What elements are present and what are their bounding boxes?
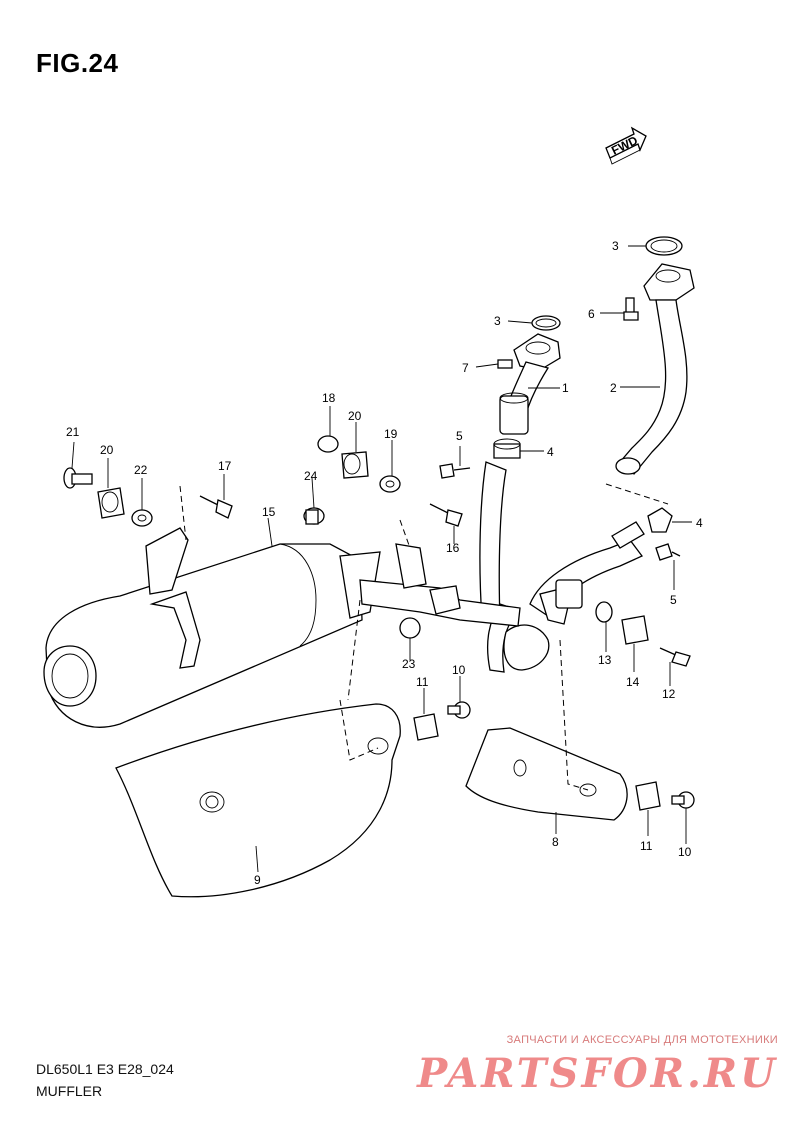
callout-15: 15 [262, 505, 276, 519]
callout-3-mid: 3 [494, 314, 501, 328]
callout-12: 12 [662, 687, 676, 701]
callout-1: 1 [562, 381, 569, 395]
washer-13 [595, 601, 613, 623]
callout-20-right: 20 [348, 409, 362, 423]
heat-shield-small [465, 727, 628, 821]
callout-11-left: 11 [416, 675, 429, 689]
callout-3-top: 3 [612, 239, 619, 253]
bolt-5-left [439, 463, 471, 479]
gasket-ring-4 [493, 438, 521, 459]
watermark-tagline: ЗАПЧАСТИ И АКСЕССУАРЫ ДЛЯ МОТОТЕХНИКИ [506, 1034, 778, 1046]
rubber-18 [317, 435, 339, 453]
callout-14: 14 [626, 675, 640, 689]
gasket-mid [531, 315, 561, 331]
center-pipe-assembly [479, 461, 645, 673]
assembly-dashed-lines [179, 483, 669, 791]
figure-name: MUFFLER [36, 1083, 103, 1099]
callout-22: 22 [134, 463, 148, 477]
rubber-23 [399, 617, 421, 639]
callout-24: 24 [304, 469, 318, 483]
figure-title: FIG.24 [36, 48, 119, 78]
exhaust-pipe-rear [615, 263, 695, 475]
bolt-7 [497, 359, 513, 369]
callout-11-right: 11 [640, 839, 653, 853]
callout-10-right: 10 [678, 845, 692, 859]
fwd-arrow-icon: FWD [605, 126, 647, 165]
heat-shield-large [115, 703, 401, 898]
bolt-24 [303, 507, 325, 525]
callout-16: 16 [446, 541, 460, 555]
callout-21: 21 [66, 425, 80, 439]
callout-23: 23 [402, 657, 416, 671]
callout-4-right: 4 [696, 516, 703, 530]
callout-2: 2 [610, 381, 617, 395]
callout-17: 17 [218, 459, 232, 473]
grommet-20-left [97, 487, 125, 519]
callout-18: 18 [322, 391, 336, 405]
bolt-6 [623, 297, 639, 321]
bolt-17 [199, 495, 233, 519]
callout-10-left: 10 [452, 663, 466, 677]
callout-5-left: 5 [456, 429, 463, 443]
callout-19: 19 [384, 427, 398, 441]
callout-13: 13 [598, 653, 612, 667]
callout-leaders [71, 245, 692, 873]
grommet-11-left [413, 713, 439, 741]
callout-20-left: 20 [100, 443, 114, 457]
exhaust-pipe-front [499, 333, 561, 435]
gasket-top [645, 236, 683, 256]
grommet-14 [621, 615, 649, 645]
grommet-20-right [341, 451, 369, 479]
callout-6: 6 [588, 307, 595, 321]
bolt-16 [429, 503, 463, 527]
bolt-12 [659, 647, 691, 667]
bolt-10-right [671, 791, 695, 809]
callout-8: 8 [552, 835, 559, 849]
bolt-10-left [447, 701, 471, 719]
bolt-5-right [655, 543, 681, 561]
washer-19 [379, 475, 401, 493]
callout-labels: 3 6 2 3 7 1 4 5 4 5 21 20 22 17 15 18 20… [66, 239, 703, 887]
bolt-21 [63, 467, 93, 489]
muffler-body [43, 527, 521, 728]
callout-9: 9 [254, 873, 261, 887]
callout-4-mid: 4 [547, 445, 554, 459]
callout-5-right: 5 [670, 593, 677, 607]
figure-code: DL650L1 E3 E28_024 [36, 1061, 174, 1077]
callout-7: 7 [462, 361, 469, 375]
washer-22 [131, 509, 153, 527]
gasket-ring-4-right [647, 507, 673, 533]
grommet-11-right [635, 781, 661, 811]
watermark-logo: PARTSFOR.RU [417, 1050, 778, 1097]
